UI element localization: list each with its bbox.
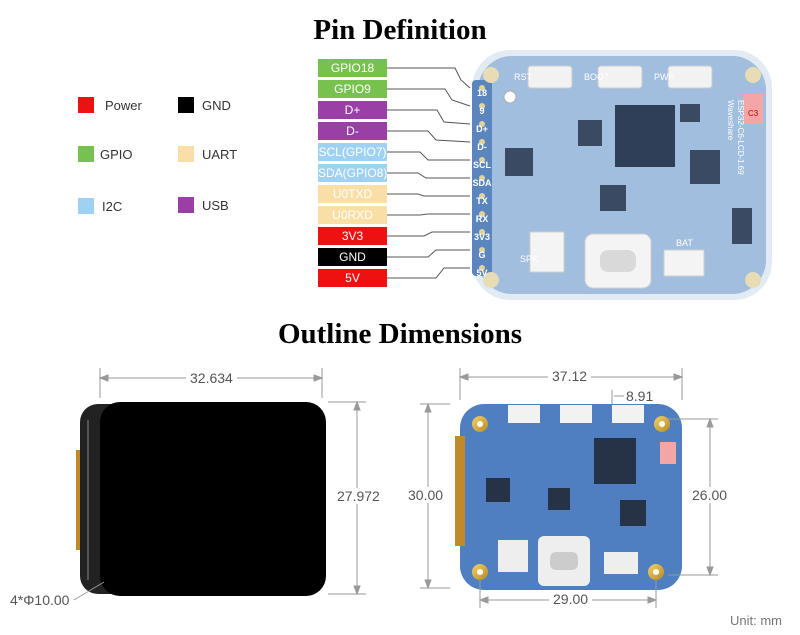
dim-offset: 8.91: [626, 388, 654, 404]
pin-label-gnd: GND: [318, 248, 387, 266]
header-pins: [479, 85, 485, 271]
button-label-pwr: PWR: [654, 72, 675, 82]
board-pin-sda: SDA: [472, 178, 492, 188]
legend-label-gpio: GPIO: [100, 147, 133, 162]
dim-hole-spacing: 29.00: [549, 591, 593, 607]
dim-lcd-width: 32.634: [186, 370, 237, 386]
dim-board-height-right: 26.00: [692, 487, 728, 503]
legend-swatch-usb: [178, 197, 194, 213]
dim-board-height-left: 30.00: [408, 487, 444, 503]
pin-definition-title: Pin Definition: [313, 14, 487, 46]
board-name: ESP32-C6-LCD-1.69: [736, 100, 745, 175]
board-pin-scl: SCL: [473, 160, 492, 170]
board-pin-9: 9: [479, 106, 484, 116]
board-pin-dplus: D+: [476, 124, 488, 134]
chip-badge: C3: [748, 109, 759, 118]
legend-swatch-gnd: [178, 97, 194, 113]
board-pin-5v: 5V: [476, 268, 487, 278]
board-pin-3v3: 3V3: [474, 232, 490, 242]
dim-hole: 4*Φ10.00: [10, 592, 70, 608]
pin-label-5v: 5V: [318, 269, 387, 287]
dim-lcd-height: 27.972: [337, 488, 380, 504]
legend-swatch-gpio: [78, 146, 94, 162]
pin-label-u0txd: U0TXD: [318, 185, 387, 203]
pin-label-u0rxd: U0RXD: [318, 206, 387, 224]
pinout-board: [472, 50, 772, 300]
board-outline: [455, 404, 682, 590]
unit-label: Unit: mm: [730, 613, 782, 628]
legend-swatch-i2c: [78, 198, 94, 214]
board-pin-18: 18: [477, 88, 487, 98]
board-pin-dminus: D-: [477, 142, 487, 152]
lcd-drawing: [76, 402, 326, 596]
legend-label-gnd: GND: [202, 98, 231, 113]
pin-label-3v3: 3V3: [318, 227, 387, 245]
pin-label-gpio9: GPIO9: [318, 80, 387, 98]
board-pin-rx: RX: [476, 214, 489, 224]
board-pin-tx: TX: [476, 196, 488, 206]
legend-label-i2c: I2C: [102, 199, 123, 214]
pin-label-dminus: D-: [318, 122, 387, 140]
pin-label-sda: SDA(GPIO8): [318, 164, 388, 182]
pin-leader-lines: [387, 67, 471, 279]
board-label-spk: SPK: [520, 254, 538, 264]
legend-label-power: Power: [105, 98, 142, 113]
legend-swatch-power: [78, 97, 94, 113]
button-label-rst: RST: [514, 72, 533, 82]
pin-label-scl: SCL(GPIO7): [318, 143, 387, 161]
dim-board-width: 37.12: [548, 368, 592, 384]
legend-label-usb: USB: [202, 198, 229, 213]
legend-swatch-uart: [178, 146, 194, 162]
button-label-boot: BOOT: [584, 72, 610, 82]
pin-label-gpio18: GPIO18: [318, 59, 387, 77]
board-pin-g: G: [478, 250, 485, 260]
pin-label-dplus: D+: [318, 101, 387, 119]
board-brand: Waveshare: [726, 100, 735, 141]
board-label-bat: BAT: [676, 238, 693, 248]
outline-dimensions-title: Outline Dimensions: [277, 318, 523, 350]
legend-label-uart: UART: [202, 147, 238, 162]
